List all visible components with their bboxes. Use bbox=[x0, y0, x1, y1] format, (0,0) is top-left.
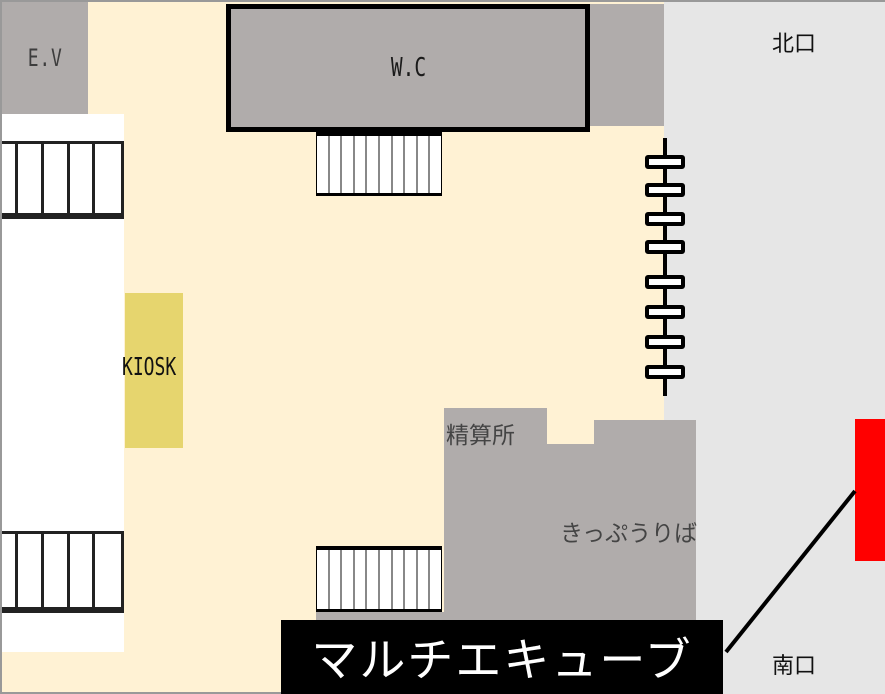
stair-cell bbox=[18, 180, 44, 216]
escalator-base bbox=[316, 612, 444, 620]
restroom-annex bbox=[590, 4, 664, 126]
exit-area bbox=[664, 2, 885, 694]
staircase-icon[interactable] bbox=[2, 531, 124, 613]
ticket-office[interactable] bbox=[594, 420, 696, 460]
ticket-office-lower bbox=[444, 444, 696, 620]
stair-cell bbox=[44, 144, 70, 180]
stair-cell bbox=[95, 144, 121, 180]
escalator-icon[interactable] bbox=[316, 546, 442, 612]
ticket-gate-icon bbox=[645, 240, 685, 254]
escalator-step bbox=[380, 136, 393, 193]
escalator-step bbox=[405, 136, 418, 193]
escalator-step bbox=[430, 550, 441, 609]
ticket-gates[interactable] bbox=[642, 138, 688, 396]
escalator-step bbox=[405, 550, 418, 609]
stair-cell bbox=[44, 534, 70, 572]
stair-cell bbox=[95, 572, 121, 610]
stair-cell bbox=[18, 572, 44, 610]
escalator-step bbox=[330, 136, 343, 193]
stair-cell bbox=[18, 144, 44, 180]
callout-label: マルチエキューブ bbox=[311, 633, 693, 687]
escalator-step bbox=[355, 136, 368, 193]
staircase-icon[interactable] bbox=[2, 141, 124, 219]
ticket-gate-icon bbox=[645, 305, 685, 319]
restroom[interactable]: W.C bbox=[226, 4, 590, 132]
ticket-gate-icon bbox=[645, 155, 685, 169]
stair-cell bbox=[18, 534, 44, 572]
stair-cell bbox=[43, 572, 70, 610]
kiosk-label: KIOSK bbox=[122, 352, 177, 381]
stair-cell bbox=[2, 180, 18, 216]
escalator-step bbox=[418, 550, 431, 609]
ticket-gate-icon bbox=[645, 335, 685, 349]
elevator-label: E.V bbox=[27, 44, 63, 72]
ticket-gate-icon bbox=[645, 275, 685, 289]
escalator-icon[interactable] bbox=[316, 132, 442, 196]
escalator-step bbox=[367, 550, 380, 609]
stair-cell bbox=[95, 180, 121, 216]
escalator-step bbox=[317, 550, 330, 609]
stair-cell bbox=[70, 534, 96, 572]
escalator-step bbox=[342, 136, 355, 193]
south-exit-label[interactable]: 南口 bbox=[772, 654, 817, 679]
stair-cell bbox=[2, 534, 18, 572]
stair-cell bbox=[2, 144, 18, 180]
stair-cell bbox=[69, 180, 96, 216]
escalator-step bbox=[380, 550, 393, 609]
escalator-step bbox=[355, 550, 368, 609]
stair-cell bbox=[69, 572, 96, 610]
callout-label-box[interactable]: マルチエキューブ bbox=[281, 620, 723, 694]
escalator-step bbox=[342, 550, 355, 609]
ticket-gate-icon bbox=[645, 212, 685, 226]
escalator-step bbox=[430, 136, 441, 193]
stair-cell bbox=[70, 144, 96, 180]
escalator-step bbox=[367, 136, 380, 193]
kiosk[interactable] bbox=[125, 293, 183, 448]
multi-ekyube-location-marker[interactable] bbox=[855, 419, 885, 561]
escalator-step bbox=[330, 550, 343, 609]
escalator-step bbox=[317, 136, 330, 193]
stair-cell bbox=[43, 180, 70, 216]
fare-adjustment-label: 精算所 bbox=[446, 423, 515, 449]
north-exit-label[interactable]: 北口 bbox=[772, 32, 817, 57]
gate-line bbox=[663, 138, 667, 396]
escalator-step bbox=[393, 136, 406, 193]
ticket-gate-icon bbox=[645, 183, 685, 197]
ticket-office-label: きっぷうりば bbox=[560, 521, 698, 547]
elevator[interactable]: E.V bbox=[2, 2, 88, 114]
ticket-gate-icon bbox=[645, 365, 685, 379]
escalator-step bbox=[418, 136, 431, 193]
escalator-step bbox=[393, 550, 406, 609]
stair-cell bbox=[2, 572, 18, 610]
stair-cell bbox=[95, 534, 121, 572]
restroom-label: W.C bbox=[390, 53, 426, 83]
